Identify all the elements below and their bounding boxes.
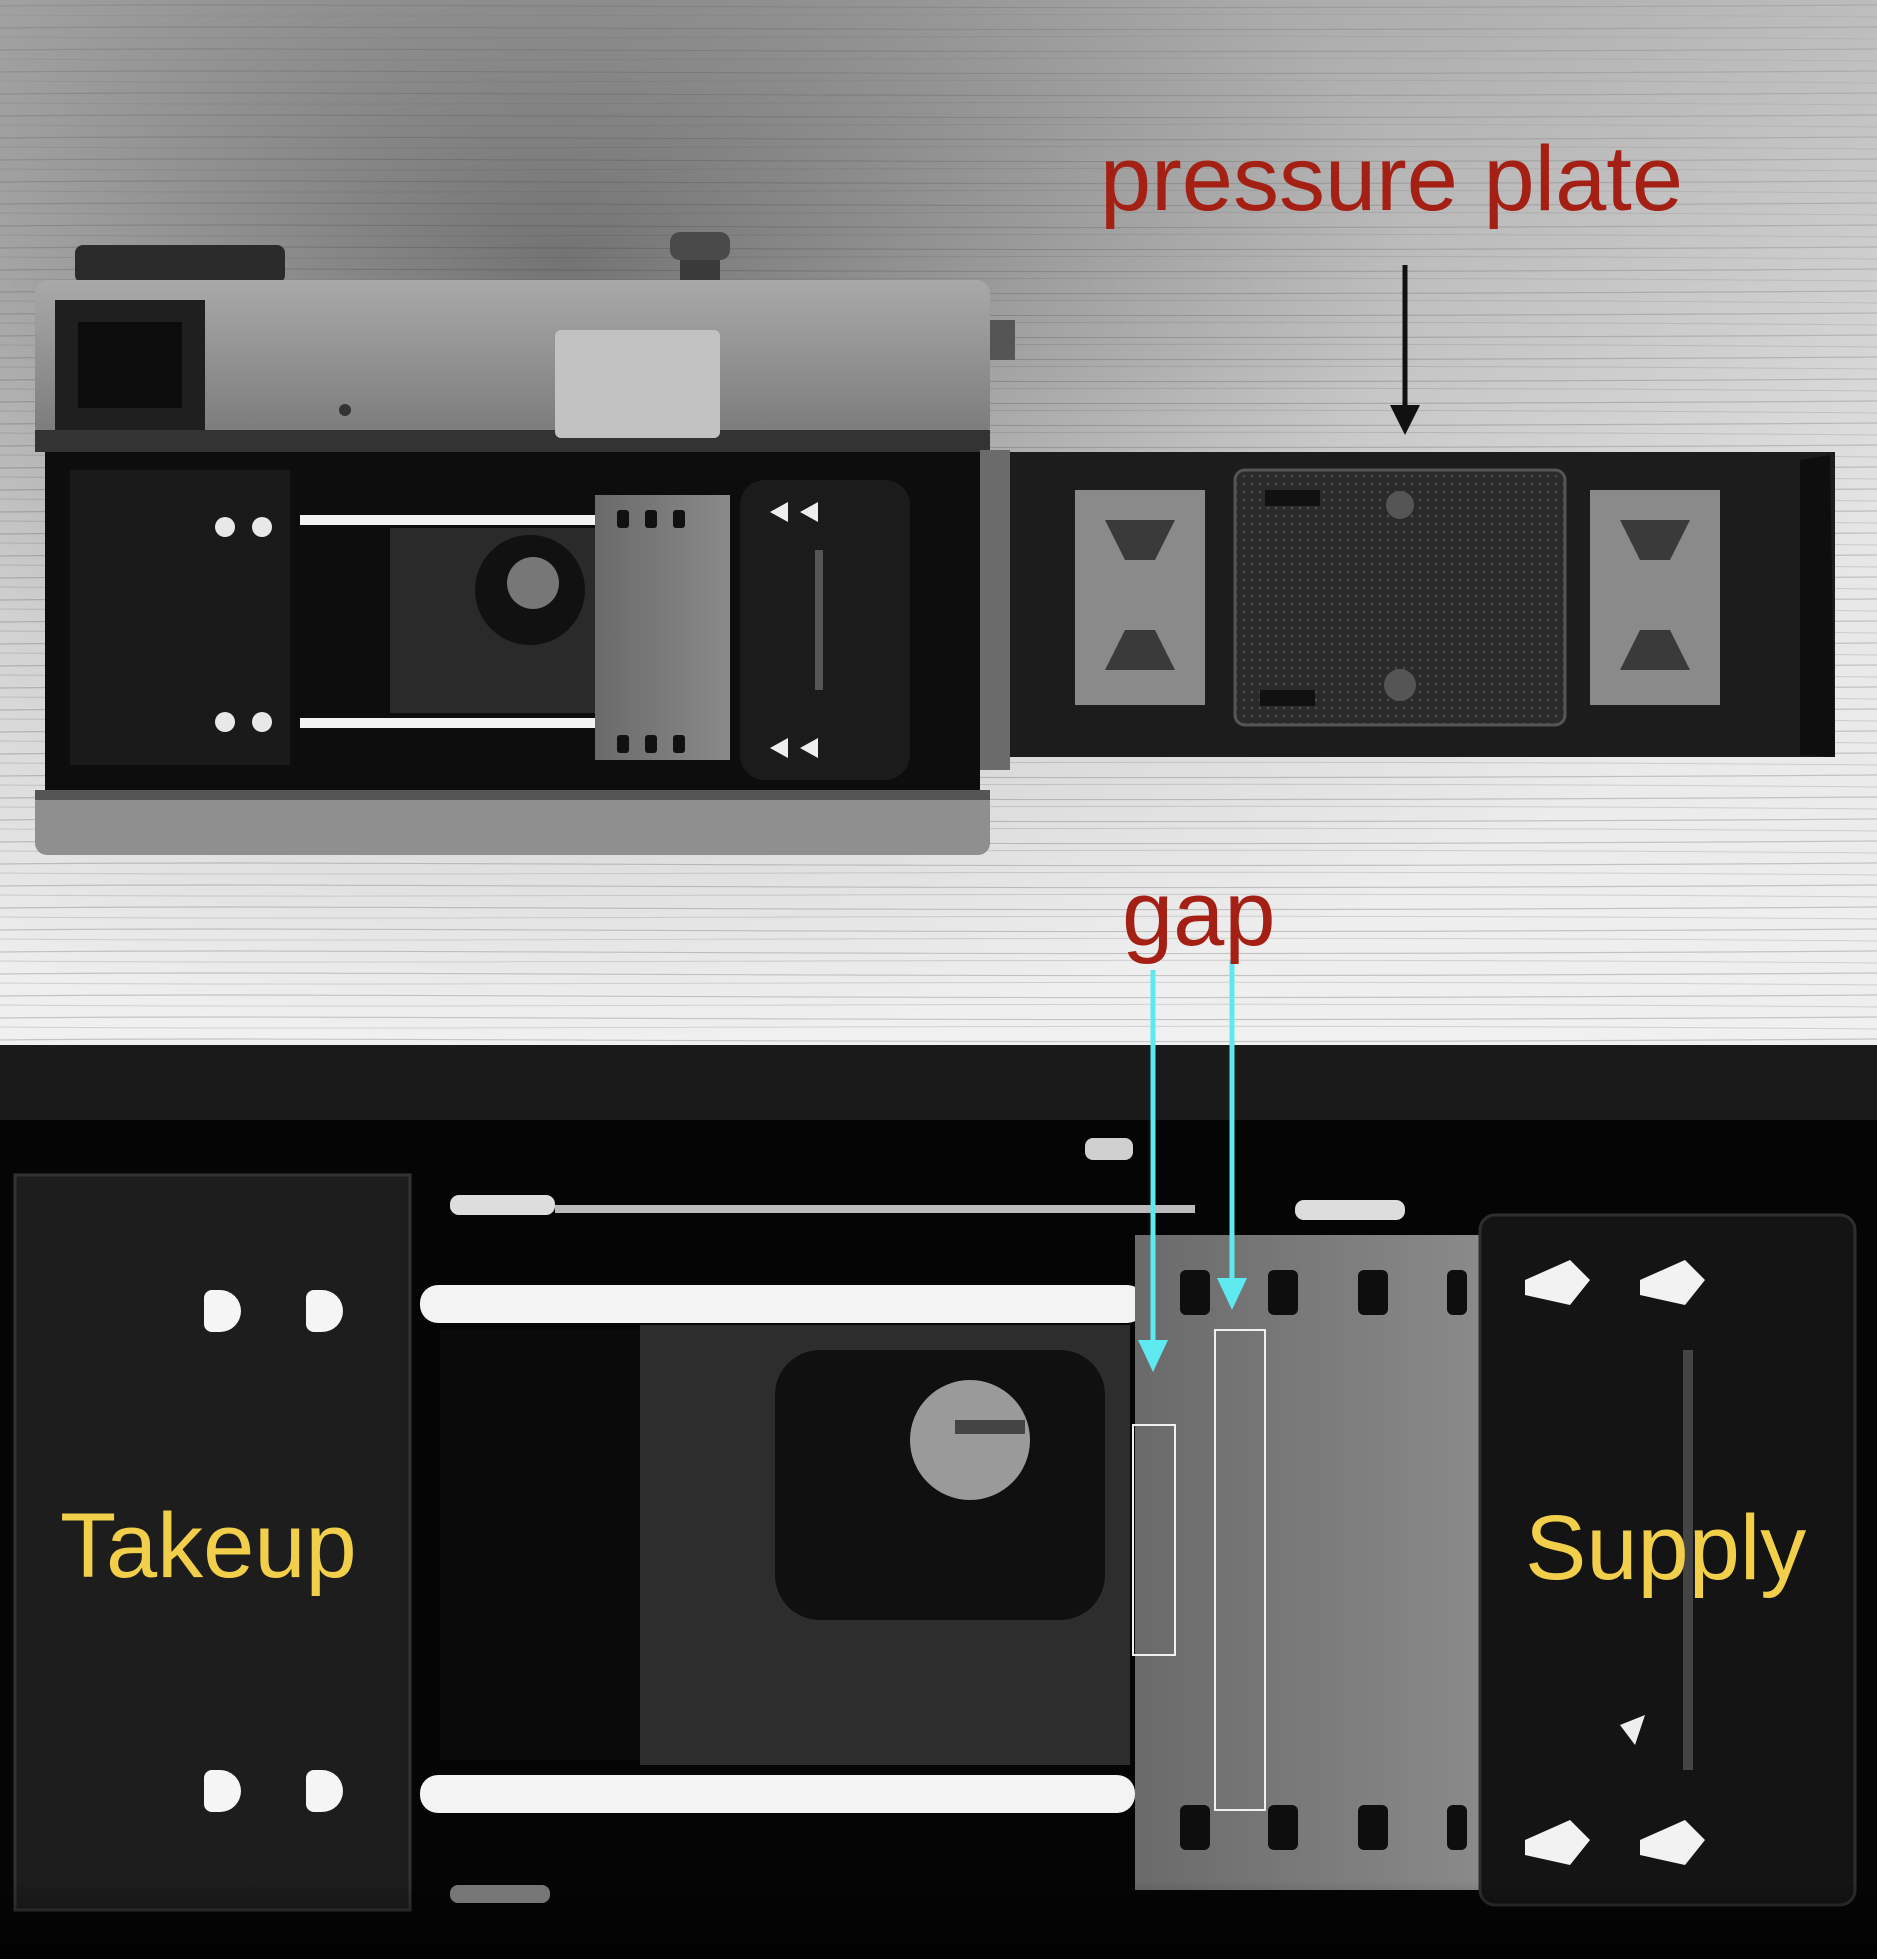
film-rail-upper [420,1285,1145,1323]
film-leader-top [595,495,730,760]
hot-shoe-cover [555,330,720,438]
pressure-plate-arrow [1390,265,1420,435]
bottom-panel [0,960,1877,1959]
top-panel [0,0,1877,1045]
camera-top-plate [35,232,1015,452]
film-chamber-top [35,452,990,855]
film-strip-zoom [1135,1235,1480,1890]
gap-marker-right [1214,1329,1266,1811]
gap-arrows [1138,960,1247,1372]
supply-cartridge-top [740,480,910,780]
takeup-sprocket-holes [204,1290,343,1812]
lens-element [910,1380,1030,1500]
pressure-plate-label: pressure plate [1100,128,1683,230]
supply-label: Supply [1525,1497,1807,1599]
takeup-label: Takeup [60,1495,357,1597]
pressure-plate [1233,468,1567,727]
gap-label: gap [1122,863,1276,965]
takeup-spool-top [70,470,290,765]
camera-back-door [980,450,1835,770]
film-rail-lower [420,1775,1135,1813]
gap-marker-left [1132,1424,1176,1656]
